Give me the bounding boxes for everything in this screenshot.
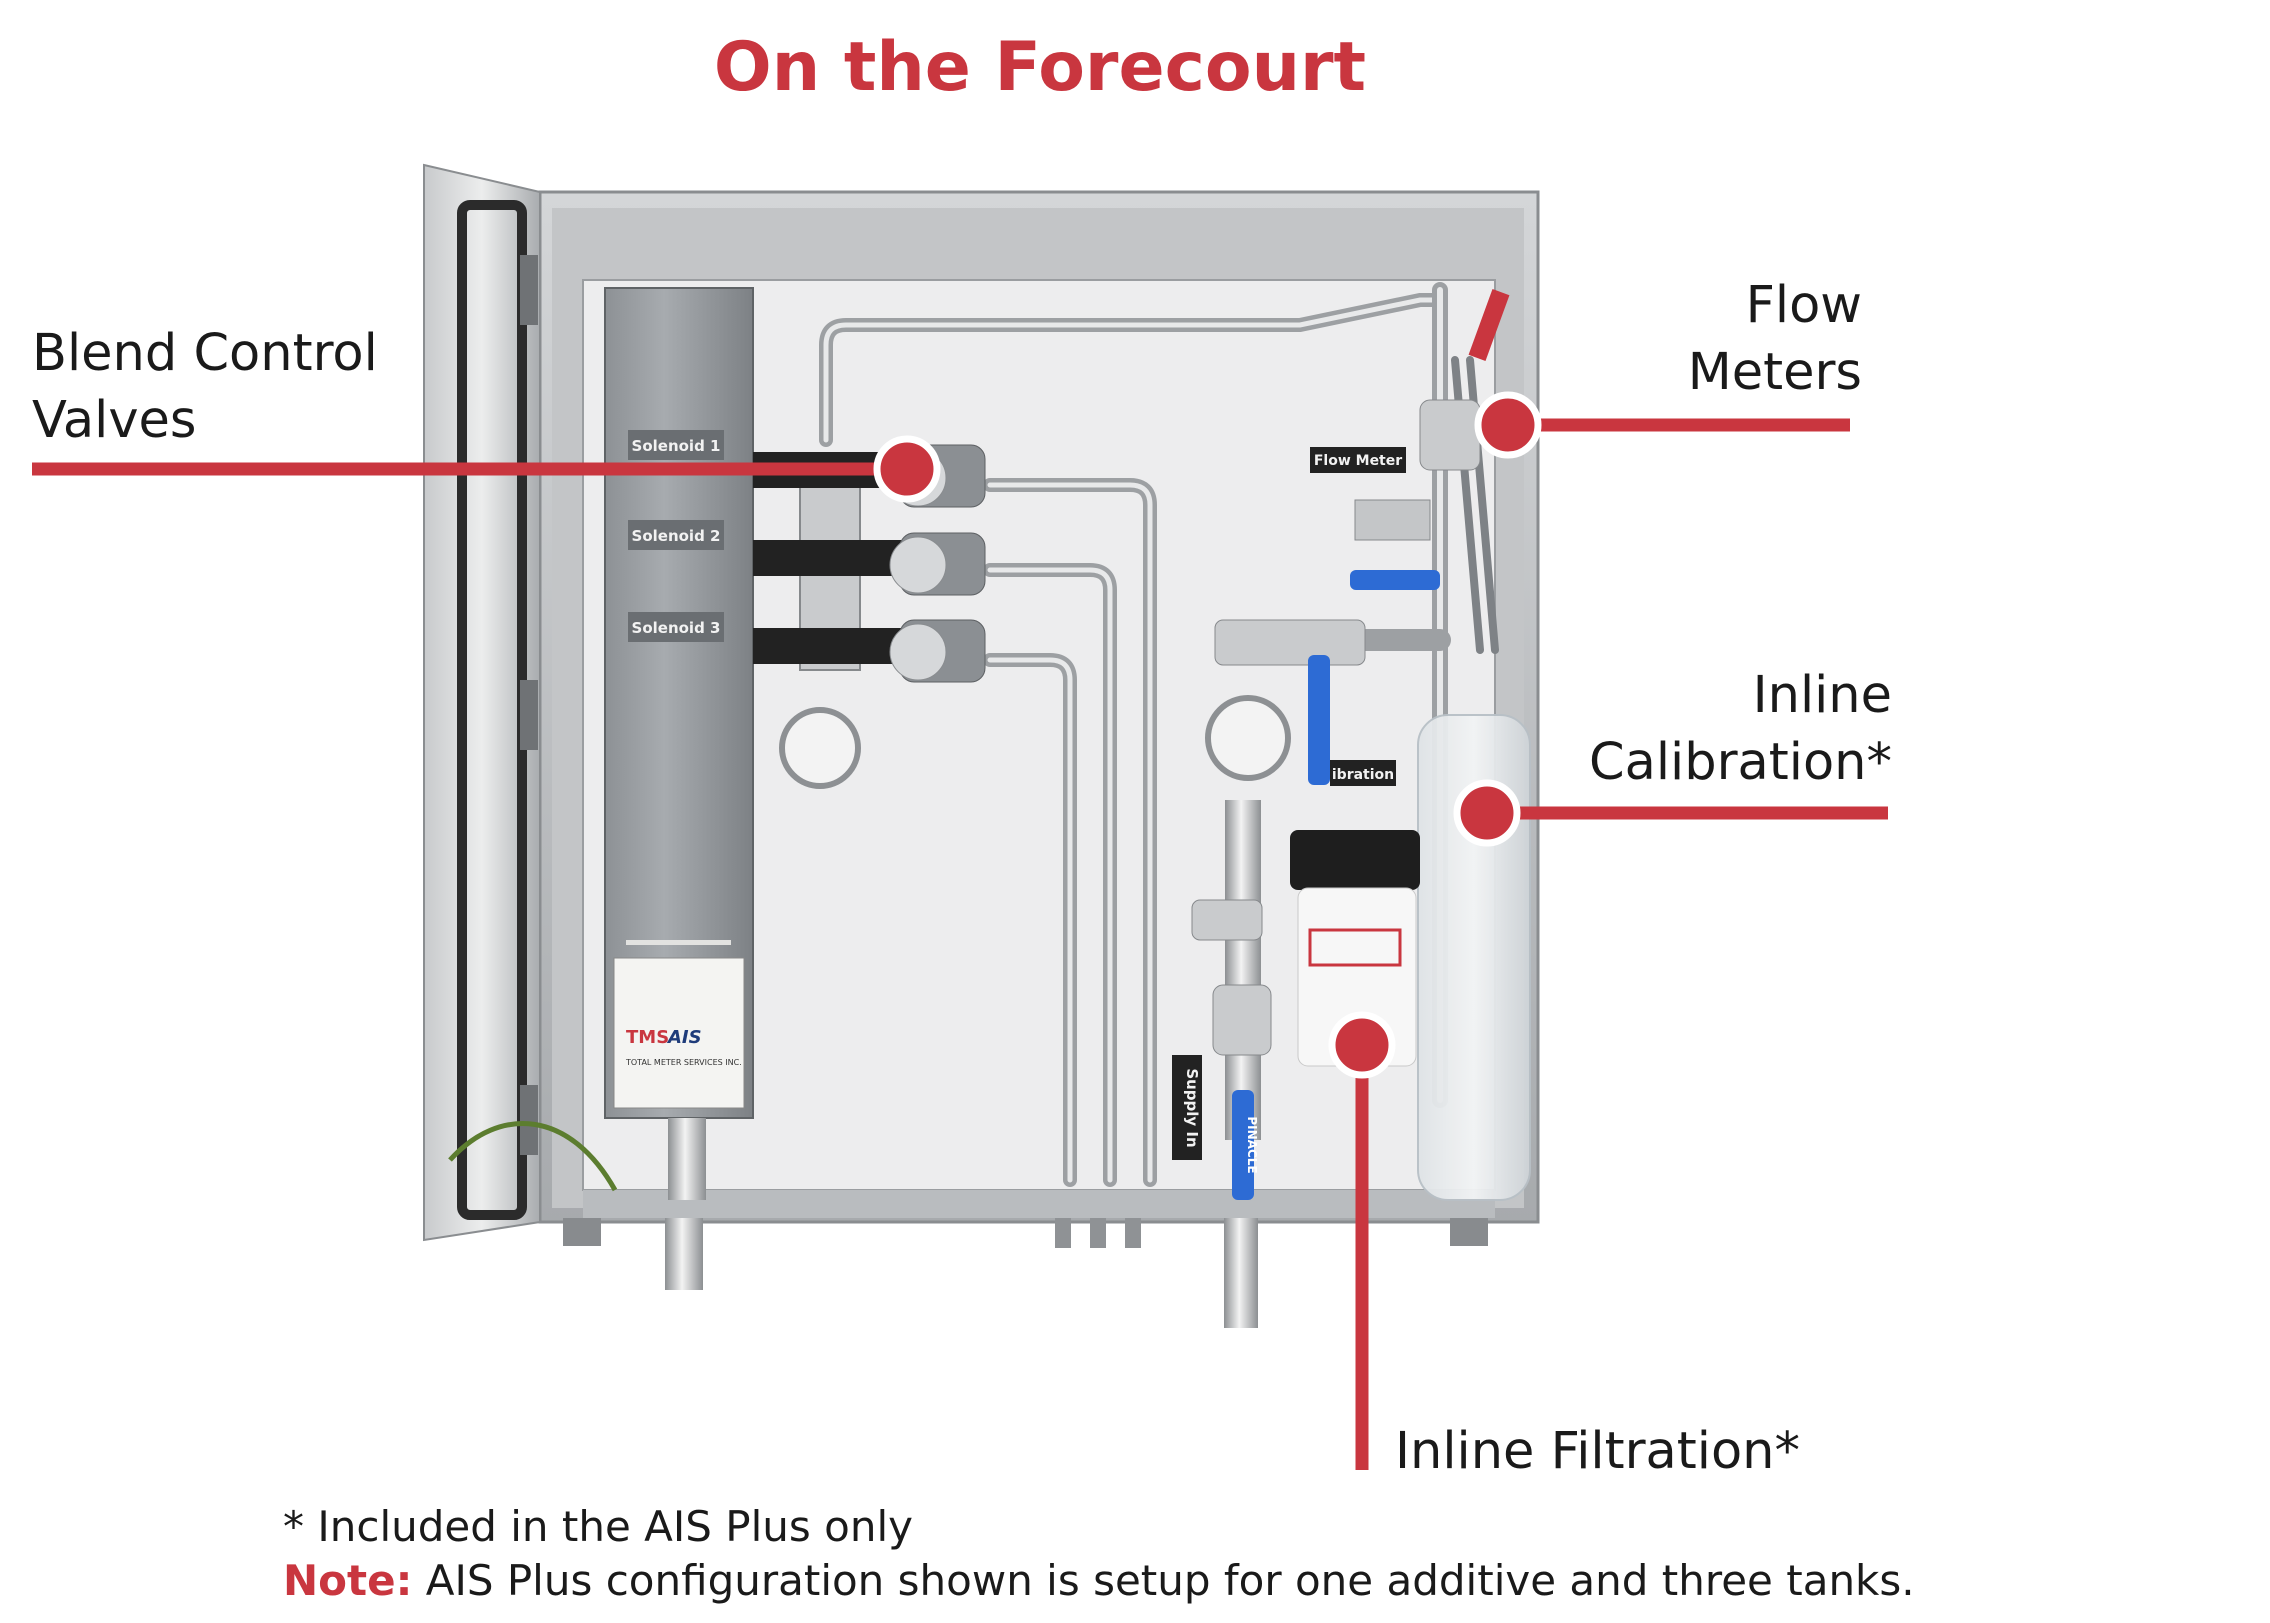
callout-calibration-line-1: Inline	[1752, 666, 1892, 725]
supply-in-tag: Supply In	[1183, 1068, 1201, 1147]
callout-inline-filtration: Inline Filtration*	[1395, 1418, 1800, 1485]
pressure-gauge-left	[779, 707, 861, 789]
callout-blend-line-2: Valves	[32, 391, 197, 450]
solenoid-assembly: Solenoid 1 Solenoid 2 Solenoid 3	[628, 430, 986, 789]
calibration-tag: ibration	[1332, 767, 1394, 783]
blend-control-box: TMS AIS TOTAL METER SERVICES INC.	[604, 287, 754, 1200]
solenoid-3-tag: Solenoid 3	[632, 619, 721, 637]
callout-blend-control-valves: Blend Control Valves	[32, 320, 378, 454]
tms-logo: TMS	[626, 1027, 669, 1048]
callout-inline-calibration: Inline Calibration*	[1450, 662, 1892, 796]
callout-leaders	[32, 391, 1888, 1470]
cabinet-door	[423, 163, 618, 1242]
note-text: AIS Plus configuration shown is setup fo…	[412, 1556, 1915, 1605]
marker-calibration	[1453, 779, 1521, 847]
marker-flow-meters	[1474, 391, 1542, 459]
flow-meter-tag: Flow Meter	[1314, 453, 1402, 469]
configuration-note: Note: AIS Plus configuration shown is se…	[283, 1556, 1915, 1605]
solenoid-1-tag: Solenoid 1	[632, 437, 721, 455]
note-label: Note:	[283, 1556, 413, 1605]
solenoid-2-tag: Solenoid 2	[632, 527, 721, 545]
maker-plate-text: TOTAL METER SERVICES INC.	[625, 1058, 742, 1067]
callout-flow-line-2: Meters	[1687, 343, 1862, 402]
callout-flow-meters: Flow Meters	[1560, 272, 1862, 406]
callout-flow-line-1: Flow	[1745, 276, 1862, 335]
pressure-gauge-right	[1205, 695, 1291, 781]
page-title: On the Forecourt	[713, 28, 1367, 107]
ais-logo: AIS	[666, 1027, 702, 1048]
valve-brand-text: PINACLE	[1245, 1116, 1259, 1173]
callout-blend-line-1: Blend Control	[32, 324, 378, 383]
callout-filtration-line-1: Inline Filtration*	[1395, 1422, 1800, 1481]
callout-calibration-line-2: Calibration*	[1589, 733, 1892, 792]
footnote: * Included in the AIS Plus only	[283, 1502, 913, 1551]
marker-blend-valves	[873, 435, 941, 503]
flow-meter-assembly: Flow Meter ibration	[1205, 289, 1510, 786]
filter-assembly: PINACLE Supply In	[1172, 800, 1420, 1200]
marker-filtration	[1328, 1011, 1396, 1079]
